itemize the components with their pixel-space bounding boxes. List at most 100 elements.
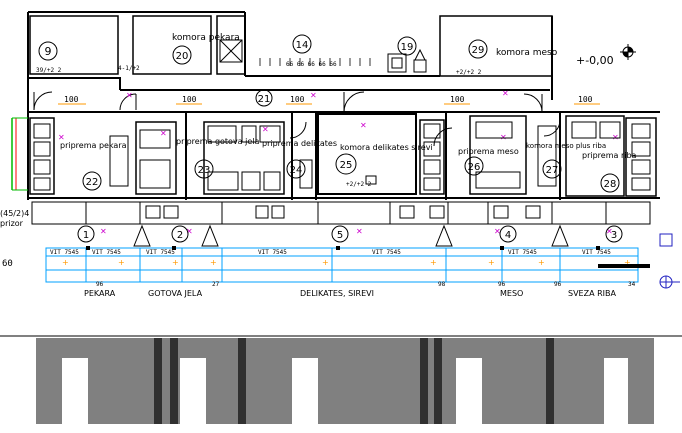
svg-text:GOTOVA JELA: GOTOVA JELA xyxy=(148,289,203,298)
svg-text:✕: ✕ xyxy=(262,125,269,134)
svg-text:✕: ✕ xyxy=(494,227,501,236)
room-circle-20: 20 xyxy=(172,45,192,65)
svg-text:+-0,00: +-0,00 xyxy=(576,54,614,67)
svg-text:5: 5 xyxy=(337,230,343,241)
room-circle-24: 24 xyxy=(286,159,306,179)
svg-text:100: 100 xyxy=(290,95,305,104)
room-circle-9: 9 xyxy=(38,41,58,61)
svg-text:VIT 7545: VIT 7545 xyxy=(92,249,121,256)
svg-text:22: 22 xyxy=(86,177,99,188)
room-circle-29: 29 xyxy=(468,39,488,59)
left-value: 60 xyxy=(2,259,13,269)
black-ticks xyxy=(86,246,600,250)
svg-text:27: 27 xyxy=(212,281,220,288)
svg-text:100: 100 xyxy=(64,95,79,104)
svg-text:VIT 7545: VIT 7545 xyxy=(258,249,287,256)
corridor-label-21: 21 xyxy=(255,89,273,107)
svg-text:✕: ✕ xyxy=(58,133,65,142)
room-circle-23: 23 xyxy=(194,159,214,179)
svg-text:9: 9 xyxy=(45,45,52,58)
counter-arrows xyxy=(133,224,569,247)
svg-text:14: 14 xyxy=(296,40,309,51)
svg-text:VIT 7545: VIT 7545 xyxy=(508,249,537,256)
bottom-wall-band xyxy=(0,335,682,424)
svg-text:27: 27 xyxy=(546,165,559,176)
svg-text:✕: ✕ xyxy=(100,227,107,236)
svg-text:3: 3 xyxy=(611,230,617,241)
svg-text:✕: ✕ xyxy=(310,91,317,100)
room-label-priprema-riba: priprema riba xyxy=(582,151,637,160)
left-note-1: prizor xyxy=(0,219,24,228)
svg-text:+: + xyxy=(172,258,179,267)
svg-text:+: + xyxy=(118,258,125,267)
right-icons xyxy=(659,233,680,289)
svg-text:96: 96 xyxy=(554,281,562,288)
svg-text:26: 26 xyxy=(468,162,481,173)
svg-text:✕: ✕ xyxy=(160,129,167,138)
counter-section-labels: PEKARA GOTOVA JELA DELIKATES, SIREVI MES… xyxy=(84,289,617,298)
svg-text:23: 23 xyxy=(198,165,211,176)
svg-text:98: 98 xyxy=(438,281,446,288)
top-fixtures xyxy=(387,48,427,73)
svg-text:4-1/+2: 4-1/+2 xyxy=(118,65,140,72)
svg-text:VIT 7545: VIT 7545 xyxy=(146,249,175,256)
svg-text:+: + xyxy=(538,258,545,267)
svg-text:VIT 7545: VIT 7545 xyxy=(582,249,611,256)
svg-text:✕: ✕ xyxy=(186,227,193,236)
svg-text:21: 21 xyxy=(258,94,271,105)
minor-dimension-text: 39/+2 2 4-1/+2 66 66 66 66 66 +2/+2 2 +2… xyxy=(36,61,636,288)
room-circle-26: 26 xyxy=(464,156,484,176)
svg-text:96: 96 xyxy=(96,281,104,288)
svg-text:2: 2 xyxy=(177,230,183,241)
counter-circle-5: 5 xyxy=(331,225,349,243)
svg-text:+: + xyxy=(210,258,217,267)
room-label-priprema-delikates: priprema delikates xyxy=(262,139,337,148)
elevation-marker: +-0,00 xyxy=(576,44,636,67)
svg-text:29: 29 xyxy=(472,45,485,56)
svg-text:100: 100 xyxy=(450,95,465,104)
svg-text:96: 96 xyxy=(498,281,506,288)
svg-text:VIT 7545: VIT 7545 xyxy=(50,249,79,256)
svg-text:39/+2 2: 39/+2 2 xyxy=(36,67,62,74)
counter-circle-1: 1 xyxy=(77,225,95,243)
svg-text:28: 28 xyxy=(604,179,617,190)
svg-text:VIT 7545: VIT 7545 xyxy=(372,249,401,256)
svg-text:SVEZA RIBA: SVEZA RIBA xyxy=(568,289,617,298)
room-label-priprema-gotova-jela: priprema gotova jela xyxy=(176,137,259,146)
svg-text:100: 100 xyxy=(578,95,593,104)
room-label-komora-pekara: komora pekara xyxy=(172,33,240,43)
svg-text:+: + xyxy=(430,258,437,267)
svg-text:20: 20 xyxy=(176,51,189,62)
shaft-cross xyxy=(219,39,243,63)
left-service-lines xyxy=(11,117,28,191)
dimension-marks: 100 100 100 100 100 xyxy=(58,95,600,105)
svg-text:34: 34 xyxy=(628,281,636,288)
svg-text:19: 19 xyxy=(401,42,414,53)
display-counters xyxy=(45,247,639,283)
prep-equipment xyxy=(33,121,651,191)
svg-text:+: + xyxy=(62,258,69,267)
room-circle-14: 14 xyxy=(292,34,312,54)
svg-text:+2/+2 2: +2/+2 2 xyxy=(346,181,372,188)
svg-text:✕: ✕ xyxy=(606,227,613,236)
room-circle-25: 25 xyxy=(335,153,357,175)
svg-text:MESO: MESO xyxy=(500,289,523,298)
room-circle-27: 27 xyxy=(542,159,562,179)
room-label-komora-delikates: komora delikates sirevi xyxy=(340,143,433,152)
left-note-2: (45/2)4 xyxy=(0,209,29,218)
room-label-priprema-pekara: priprema pekara xyxy=(60,141,127,150)
svg-text:✕: ✕ xyxy=(502,89,509,98)
svg-text:24: 24 xyxy=(290,165,303,176)
counter-bar xyxy=(598,264,650,268)
counter-circle-3: 3 xyxy=(605,225,623,243)
upper-rooms-walls xyxy=(27,11,553,100)
svg-text:✕: ✕ xyxy=(356,227,363,236)
stair-ticks xyxy=(259,58,371,66)
room-label-komora-meso: komora meso xyxy=(496,48,558,58)
svg-text:1: 1 xyxy=(83,230,89,241)
counter-circle-4: 4 xyxy=(499,225,517,243)
prep-rooms-walls xyxy=(28,112,660,200)
svg-text:✕: ✕ xyxy=(126,91,133,100)
counter-circle-2: 2 xyxy=(171,225,189,243)
